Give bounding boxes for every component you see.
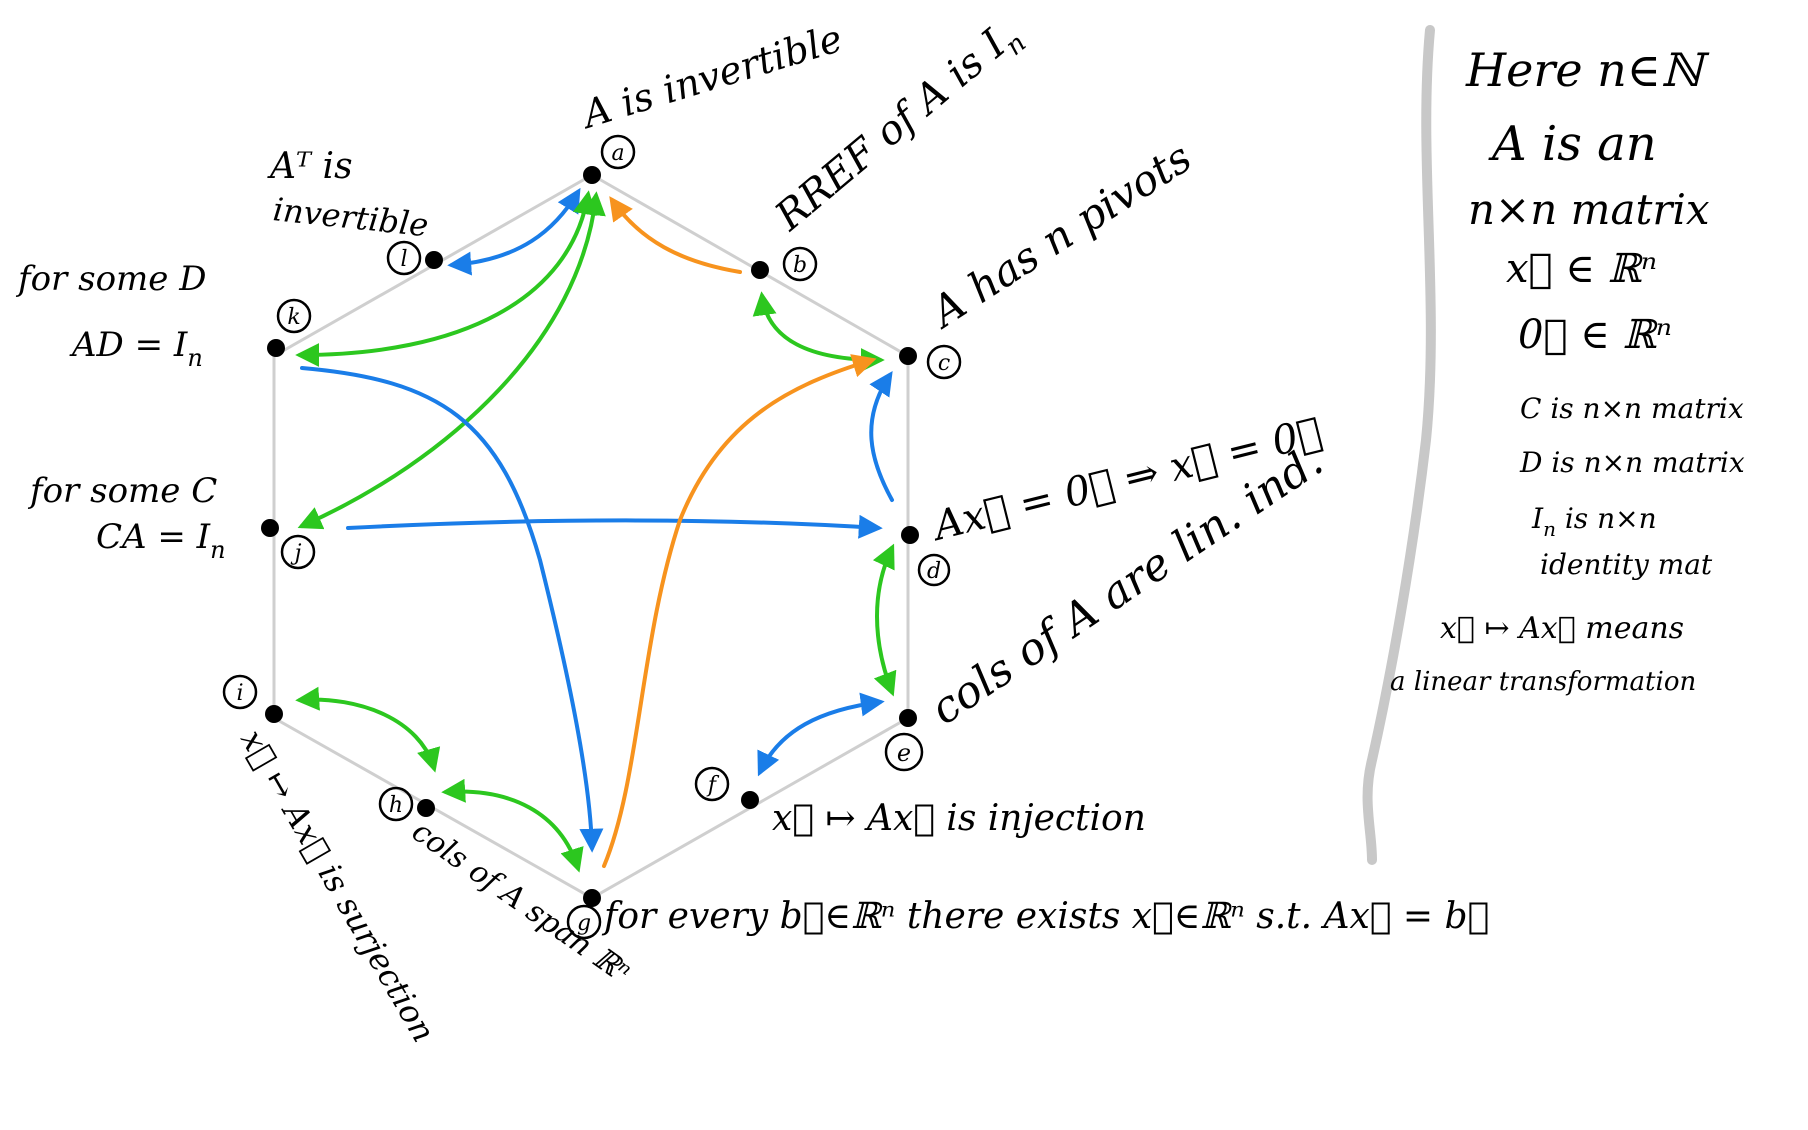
- statements: A is invertible RREF of A is In A has n …: [15, 16, 1489, 1048]
- node-letter-g: g: [577, 911, 591, 936]
- legend-line-5: 0⃗ ∈ ℝⁿ: [1518, 312, 1672, 358]
- node-letter-l: l: [400, 247, 407, 272]
- arrow-j-d: [346, 514, 883, 539]
- arrow-d-e: [872, 543, 897, 697]
- arrow-k-g: [300, 366, 604, 853]
- legend-line-4: x⃗ ∈ ℝⁿ: [1506, 246, 1657, 292]
- statement-h: cols of A span ℝⁿ: [405, 814, 636, 991]
- legend-line-1: Here n∈ℕ: [1465, 43, 1710, 97]
- statement-j-sub: n: [210, 536, 225, 564]
- legend: Here n∈ℕ A is an n×n matrix x⃗ ∈ ℝⁿ 0⃗ ∈…: [1390, 43, 1745, 697]
- legend-line-8-main: I: [1531, 502, 1544, 535]
- node-badge-d: [917, 553, 951, 587]
- statement-l-line1: Aᵀ is: [267, 146, 353, 187]
- arrows: [295, 187, 897, 873]
- legend-line-7: D is n×n matrix: [1519, 446, 1745, 479]
- statement-j-line1: for some C: [27, 471, 217, 511]
- node-letter-h: h: [389, 793, 403, 818]
- node-dot-d: [901, 526, 919, 544]
- statement-k-main: AD = I: [69, 325, 188, 365]
- arrow-a-l: [447, 187, 581, 276]
- legend-line-6: C is n×n matrix: [1520, 392, 1744, 425]
- legend-line-8-sub: n: [1543, 517, 1556, 541]
- node-dot-e: [899, 709, 917, 727]
- statement-i: x⃗ ↦ Ax⃗ is surjection: [233, 723, 443, 1048]
- node-dot-l: [425, 251, 443, 269]
- statement-j-line2: CA = In: [96, 517, 226, 564]
- statement-c: A has n pivots: [919, 133, 1200, 339]
- arrow-b-a: [609, 196, 742, 274]
- node-dot-k: [267, 339, 285, 357]
- statement-k-line1: for some D: [15, 259, 206, 299]
- node-dot-c: [899, 347, 917, 365]
- statement-g: for every b⃗∈ℝⁿ there exists x⃗∈ℝⁿ s.t. …: [601, 896, 1489, 937]
- legend-line-3: n×n matrix: [1468, 185, 1710, 234]
- statement-f: x⃗ ↦ Ax⃗ is injection: [772, 798, 1146, 839]
- statement-k-line2: AD = In: [69, 325, 203, 372]
- node-badge-f: [694, 766, 730, 802]
- node-letter-e: e: [897, 739, 911, 767]
- legend-line-9: identity mat: [1540, 548, 1713, 581]
- node-badge-j: [280, 534, 316, 570]
- node-dot-g: [583, 889, 601, 907]
- node-dot-a: [583, 166, 601, 184]
- statement-l-line2: invertible: [271, 190, 430, 244]
- node-dot-b: [751, 261, 769, 279]
- node-letter-k: k: [287, 305, 300, 330]
- legend-line-11: a linear transformation: [1390, 667, 1696, 697]
- statement-k-sub: n: [187, 344, 202, 372]
- node-letter-b: b: [793, 253, 807, 278]
- arrow-h-g: [441, 778, 584, 873]
- statement-a: A is invertible: [575, 16, 847, 137]
- node-letter-d: d: [927, 559, 941, 584]
- legend-line-8: In is n×n: [1531, 502, 1657, 541]
- node-badge-a: [600, 134, 636, 170]
- legend-line-2: A is an: [1488, 116, 1657, 172]
- node-letter-j: j: [290, 541, 302, 566]
- arrow-i-h: [295, 686, 441, 773]
- node-letter-i: i: [236, 681, 243, 706]
- node-dot-i: [265, 705, 283, 723]
- node-badge-c: [926, 344, 962, 380]
- node-letter-a: a: [611, 141, 624, 166]
- node-dot-h: [417, 799, 435, 817]
- arrow-a-j: [297, 191, 606, 530]
- legend-divider: [1362, 25, 1436, 865]
- legend-line-8-rest: is n×n: [1556, 502, 1657, 535]
- node-dot-f: [741, 791, 759, 809]
- node-badge-h: [378, 786, 414, 822]
- node-badge-k: [276, 298, 312, 334]
- legend-line-10: x⃗ ↦ Ax⃗ means: [1440, 611, 1684, 646]
- arrow-d-c: [869, 371, 894, 502]
- node-badge-i: [222, 674, 258, 710]
- arrow-e-f: [757, 692, 885, 777]
- node-badge-b: [782, 246, 818, 282]
- statement-j-main: CA = I: [96, 517, 211, 557]
- nodes: a b c d e f g h i j: [222, 134, 962, 940]
- node-badge-l: [386, 240, 422, 276]
- arrow-g-c: [602, 354, 877, 868]
- node-badge-g: [566, 904, 602, 940]
- hexagon-outline: [272, 173, 910, 900]
- node-letter-f: f: [706, 773, 720, 798]
- node-letter-c: c: [938, 351, 950, 376]
- node-dot-j: [261, 519, 279, 537]
- node-badge-e: [884, 732, 924, 772]
